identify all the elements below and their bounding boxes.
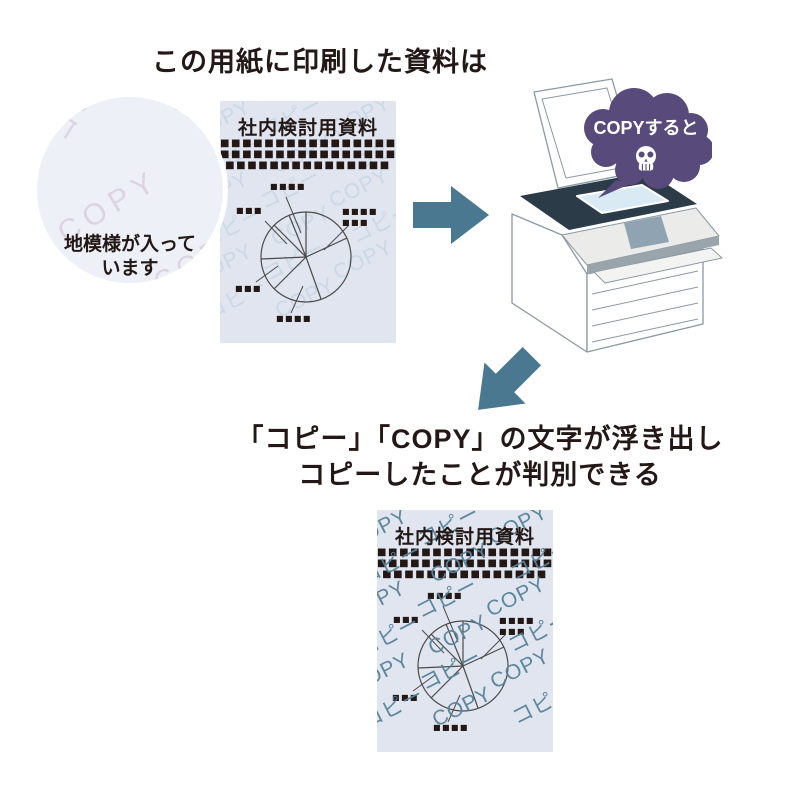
redacted-text-row: ■■■■■■■■■■■■■■■■■ — [220, 138, 396, 149]
chart-label: ■■■■ — [270, 182, 306, 191]
leader-lines — [412, 605, 506, 723]
chart-label-line: ■■■ — [342, 218, 369, 227]
result-caption: 「コピー」「COPY」の文字が浮き出し コピーしたことが判別できる — [210, 421, 750, 493]
magnifier-caption-line: 地模様が入って — [63, 234, 197, 255]
redacted-text-row: ■■■■■■■■■■■■■■■■■ — [377, 547, 553, 558]
magnifier-caption-line: います — [101, 258, 159, 279]
panel-edge-strip — [587, 236, 719, 274]
result-caption-line: 「コピー」「COPY」の文字が浮き出し — [236, 424, 724, 454]
document-body-text: ■■■■■■■■■■■■■■■■■ ■■■■■■■■■■■■■■■■■ ■■■■… — [377, 547, 553, 580]
down-left-arrow-icon — [478, 346, 542, 410]
chart-label: ■■■ — [393, 615, 420, 624]
leader-lines — [255, 196, 349, 314]
pie-chart — [255, 196, 352, 314]
chart-label: ■■■ — [392, 693, 419, 702]
skull-icon — [636, 146, 656, 171]
pie-chart — [412, 605, 509, 723]
chart-label: ■■■■■■■ — [499, 615, 535, 637]
copied-document: コピー COPY コピー COPY コピー COPY コピー COPY コピー … — [377, 510, 553, 752]
chart-label: ■■■ — [235, 284, 262, 293]
result-caption-line: コピーしたことが判別できる — [298, 460, 662, 490]
right-arrow-icon — [413, 186, 489, 244]
chart-label: ■■■■ — [276, 314, 312, 323]
top-caption: この用紙に印刷した資料は — [152, 47, 488, 77]
redacted-text-row: ■■■■■■■■■■■■■■■ — [225, 160, 391, 171]
original-document: コピー COPY コピー COPY コピー COPY コピー COPY コピー … — [220, 101, 396, 343]
magnifier-caption: 地模様が入って います — [37, 233, 223, 281]
touchscreen — [624, 216, 669, 249]
chart-label-line: ■■■ — [499, 627, 526, 636]
watermark-text: コピー — [43, 92, 119, 147]
paper-magnifier-circle: コピー COPY コピー COPY 地模様が入って います — [32, 92, 228, 288]
chart-label: ■■■■ — [427, 591, 463, 600]
document-title: 社内検討用資料 — [394, 527, 535, 548]
chart-label: ■■■■■■■ — [342, 206, 378, 228]
chart-label-line: ■■■■ — [499, 616, 535, 625]
chart-label: ■■■■ — [433, 723, 469, 732]
cloud-tail — [598, 180, 630, 198]
redacted-text-row: ■■■■■■■■■■■■■■■■■ — [377, 558, 553, 569]
document-body-text: ■■■■■■■■■■■■■■■■■ ■■■■■■■■■■■■■■■■■ ■■■■… — [220, 138, 396, 171]
chart-label: ■■■ — [236, 206, 263, 215]
speech-cloud: COPYすると — [584, 88, 712, 198]
output-tray — [593, 247, 723, 284]
paper-on-glass — [576, 184, 669, 214]
redacted-text-row: ■■■■■■■■■■■■■■■ — [382, 569, 548, 580]
bubble-text: COPYすると — [593, 118, 698, 138]
paper-drawers — [591, 270, 699, 343]
chart-label-line: ■■■■ — [342, 207, 378, 216]
redacted-text-row: ■■■■■■■■■■■■■■■■■ — [220, 149, 396, 160]
document-title: 社内検討用資料 — [237, 118, 378, 139]
